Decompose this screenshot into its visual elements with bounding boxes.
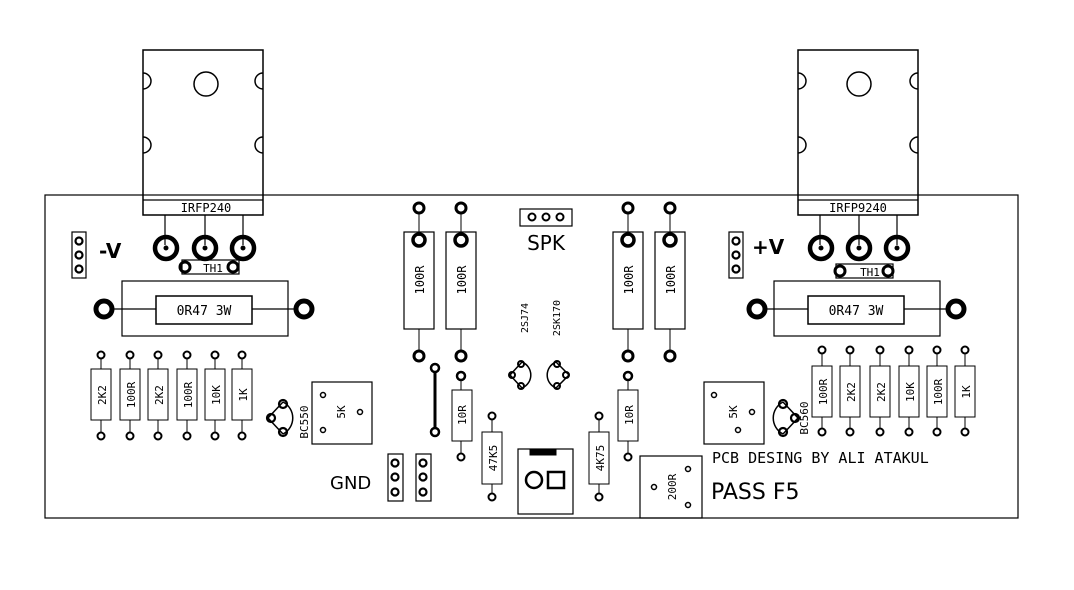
- trimmer-right-label: 5K: [727, 405, 740, 419]
- resistor-c4: 100R: [654, 201, 686, 363]
- board-outline: [44, 194, 1019, 519]
- transistor-right-label: BC560: [798, 401, 811, 434]
- resistor-47k5-label: 47K5: [487, 445, 500, 472]
- trimmer-center-label: 200R: [666, 473, 679, 500]
- thermistor-left: TH1: [178, 259, 240, 275]
- thermistor-left-label: TH1: [203, 262, 223, 275]
- resistor-r2: 2K2: [839, 345, 861, 437]
- resistor-c4-label: 100R: [664, 265, 678, 295]
- input-connector: [517, 448, 574, 515]
- jumper-wire: [429, 362, 441, 438]
- resistor-r3-label: 2K2: [875, 382, 888, 402]
- power-resistor-right: 0R47 3W: [746, 280, 967, 337]
- resistor-l3-label: 2K2: [153, 385, 166, 405]
- resistor-c1-label: 100R: [413, 265, 427, 295]
- trimmer-center: 200R: [639, 455, 703, 519]
- resistor-l6: 1K: [231, 350, 253, 441]
- resistor-r5: 100R: [926, 345, 948, 437]
- jfet-2sj74-label: 2SJ74: [520, 303, 531, 333]
- mosfet-right: IRFP9240: [797, 49, 919, 262]
- resistor-r4-label: 10K: [904, 382, 917, 402]
- resistor-r6-label: 1K: [960, 385, 973, 399]
- resistor-c1: 100R: [403, 201, 435, 363]
- resistor-10r-left-label: 10R: [456, 405, 469, 425]
- resistor-r2-label: 2K2: [845, 382, 858, 402]
- trimmer-left: 5K: [311, 381, 373, 445]
- resistor-l1-label: 2K2: [96, 385, 109, 405]
- thermistor-right: TH1: [833, 263, 895, 279]
- power-resistor-left: 0R47 3W: [93, 280, 315, 337]
- resistor-c2: 100R: [445, 201, 477, 363]
- resistor-c2-label: 100R: [455, 265, 469, 295]
- resistor-10r-right: 10R: [617, 370, 639, 462]
- board-title: PASS F5: [711, 480, 799, 505]
- resistor-l6-label: 1K: [237, 388, 250, 402]
- resistor-l2-label: 100R: [125, 381, 138, 408]
- resistor-c3-label: 100R: [622, 265, 636, 295]
- left-resistor-bank: 2K2 100R 2K2 100R 10K: [90, 350, 253, 441]
- jfet-2sj74: 2SJ74: [508, 303, 532, 390]
- mosfet-right-label: IRFP9240: [829, 201, 887, 215]
- rail-negative-label: -V: [99, 239, 122, 263]
- trimmer-left-label: 5K: [335, 405, 348, 419]
- speaker-label: SPK: [527, 231, 566, 255]
- resistor-l4-label: 100R: [182, 381, 195, 408]
- right-resistor-bank: 100R 2K2 2K2 10K 100R: [811, 345, 976, 437]
- resistor-r1: 100R: [811, 345, 833, 437]
- resistor-10r-left: 10R: [451, 370, 473, 462]
- mosfet-left-body: [142, 49, 264, 216]
- resistor-r5-label: 100R: [932, 378, 945, 405]
- resistor-l5: 10K: [204, 350, 226, 441]
- rail-positive-label: +V: [752, 235, 785, 259]
- transistor-left-label: BC550: [298, 405, 311, 438]
- resistor-4k75-label: 4K75: [594, 445, 607, 472]
- transistor-left: BC550: [265, 398, 311, 439]
- resistor-l3: 2K2: [147, 350, 169, 441]
- ground-header: GND: [330, 453, 432, 502]
- power-resistor-left-label: 0R47 3W: [177, 304, 232, 319]
- rail-positive-header: +V: [728, 231, 785, 279]
- mosfet-left-label: IRFP240: [181, 201, 232, 215]
- ground-label: GND: [330, 473, 371, 494]
- resistor-4k75: 4K75: [588, 411, 610, 502]
- resistor-l5-label: 10K: [210, 385, 223, 405]
- resistor-10r-right-label: 10R: [623, 405, 636, 425]
- rail-negative-header: -V: [71, 231, 122, 279]
- credit-text: PCB DESING BY ALI ATAKUL: [712, 449, 929, 467]
- speaker-header: SPK: [519, 208, 573, 255]
- trimmer-right: 5K: [703, 381, 765, 445]
- resistor-l2: 100R: [119, 350, 141, 441]
- jfet-2sk170-label: 2SK170: [552, 300, 563, 336]
- transistor-right: BC560: [772, 398, 811, 438]
- resistor-l1: 2K2: [90, 350, 112, 441]
- resistor-r3: 2K2: [869, 345, 891, 437]
- power-resistor-right-label: 0R47 3W: [829, 304, 884, 319]
- mosfet-right-body: [797, 49, 919, 216]
- resistor-r6: 1K: [954, 345, 976, 437]
- resistor-r4: 10K: [898, 345, 920, 437]
- resistor-l4: 100R: [176, 350, 198, 441]
- thermistor-right-label: TH1: [860, 266, 880, 279]
- mosfet-left: IRFP240: [142, 49, 264, 262]
- resistor-c3: 100R: [612, 201, 644, 363]
- resistor-47k5: 47K5: [481, 411, 503, 502]
- jfet-2sk170: 2SK170: [546, 300, 571, 390]
- resistor-r1-label: 100R: [817, 378, 830, 405]
